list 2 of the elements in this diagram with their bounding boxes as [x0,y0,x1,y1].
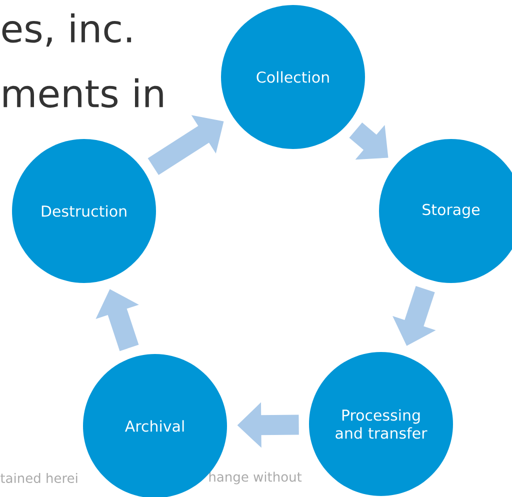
slide-text: es, inc. [2,13,132,47]
slide-text: ments in [4,78,163,108]
